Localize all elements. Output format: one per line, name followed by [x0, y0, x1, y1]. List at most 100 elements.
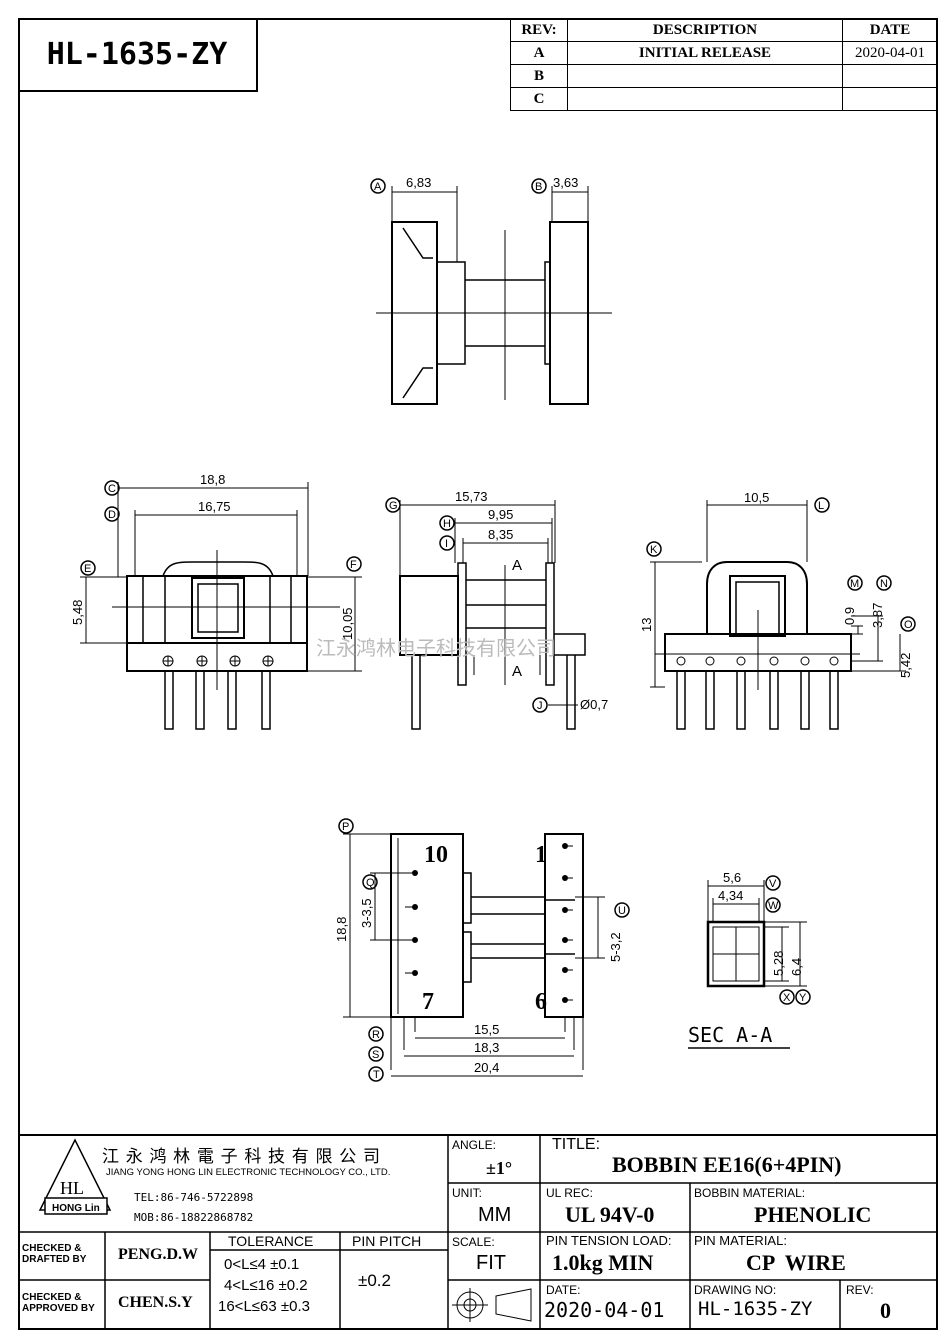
pin-pitch-label: PIN PITCH [352, 1233, 422, 1249]
dim-i-label: 8,35 [488, 527, 513, 542]
svg-text:HONG Lin: HONG Lin [52, 1203, 100, 1214]
pin-material-value: CP WIRE [746, 1250, 846, 1275]
dim-a-label: 6,83 [406, 175, 431, 190]
checked-approved-label: CHECKED & APPROVED BY [22, 1292, 95, 1314]
description-header: DESCRIPTION [567, 18, 843, 42]
description-cell [567, 87, 843, 111]
svg-text:N: N [880, 578, 888, 590]
dim-j-label: Ø0,7 [580, 697, 608, 712]
checked-drafted-label: CHECKED & DRAFTED BY [22, 1243, 87, 1265]
pin-pitch-value: ±0.2 [358, 1271, 391, 1290]
dim-h-label: 9,95 [488, 507, 513, 522]
unit-value: MM [478, 1204, 512, 1226]
svg-text:U: U [618, 905, 626, 917]
svg-text:S: S [372, 1049, 379, 1061]
tolerance-label: TOLERANCE [228, 1233, 314, 1249]
front-view [80, 482, 362, 730]
svg-text:L: L [818, 500, 824, 512]
svg-text:HL: HL [60, 1178, 84, 1198]
svg-text:W: W [768, 900, 779, 912]
dim-y-label: 6,4 [789, 958, 804, 976]
dim-o-label: 5,42 [898, 653, 913, 678]
pin-1-label: 1 [535, 842, 547, 868]
svg-text:D: D [108, 509, 116, 521]
pin-tension-value: 1.0kg MIN [552, 1250, 654, 1275]
end-view [650, 500, 906, 730]
side-view [399, 500, 586, 730]
checked-approved-value: CHEN.S.Y [118, 1294, 193, 1311]
company-mob: MOB:86-18822868782 [134, 1211, 254, 1224]
ul-label: UL REC: [546, 1186, 593, 1200]
rev-value: 0 [880, 1298, 891, 1323]
drawing-no-label: DRAWING NO: [694, 1283, 777, 1297]
svg-text:E: E [84, 563, 91, 575]
dim-f-label: 10,05 [340, 607, 355, 640]
pin-10-label: 10 [424, 842, 448, 868]
svg-text:T: T [373, 1069, 380, 1081]
svg-text:M: M [850, 578, 859, 590]
front-pins [164, 671, 271, 730]
svg-text:F: F [350, 559, 357, 571]
svg-text:Y: Y [799, 992, 807, 1004]
dim-g-label: 15,73 [455, 489, 488, 504]
rev-label: REV: [846, 1283, 874, 1297]
dim-x-label: 5,28 [771, 951, 786, 976]
svg-text:B: B [535, 181, 542, 193]
end-pins [676, 671, 839, 730]
dim-t-label: 20,4 [474, 1060, 499, 1075]
section-marker-bottom: A [512, 663, 522, 680]
dim-u-label: 5-3,2 [608, 932, 623, 962]
svg-text:Q: Q [366, 877, 375, 889]
rev-cell: C [510, 87, 568, 111]
rev-cell: B [510, 64, 568, 88]
date-header: DATE [842, 18, 938, 42]
scale-label: SCALE: [452, 1235, 495, 1249]
svg-text:R: R [372, 1029, 380, 1041]
pin-7-label: 7 [422, 989, 434, 1015]
scale-value: FIT [476, 1252, 506, 1274]
dim-s-label: 18,3 [474, 1040, 499, 1055]
tolerance-range-3: 16<L≤63 ±0.3 [218, 1298, 310, 1315]
title-block-grid [18, 1134, 938, 1330]
svg-text:P: P [342, 821, 349, 833]
svg-text:K: K [650, 544, 658, 556]
section-label: SEC A-A [688, 1023, 772, 1047]
company-name-cn: 江 永 鸿 林 電 子 科 技 有 限 公 司 [102, 1147, 381, 1166]
dim-d-label: 16,75 [198, 499, 231, 514]
dim-w-label: 4,34 [718, 888, 743, 903]
svg-text:I: I [445, 538, 448, 550]
date-cell [842, 87, 938, 111]
svg-text:A: A [374, 181, 382, 193]
tolerance-range-2: 4<L≤16 ±0.2 [224, 1277, 308, 1294]
svg-text:H: H [443, 518, 451, 530]
description-cell: INITIAL RELEASE [567, 41, 843, 65]
dim-b-label: 3,63 [553, 175, 578, 190]
angle-label: ANGLE: [452, 1138, 497, 1152]
pin-6-label: 6 [535, 989, 547, 1015]
checked-drafted-value: PENG.D.W [118, 1246, 198, 1263]
watermark: 江永鸿林电子科技有限公司 [316, 637, 556, 660]
bottom-view [343, 833, 605, 1077]
title-label: TITLE: [552, 1136, 601, 1153]
date-label: DATE: [546, 1283, 581, 1297]
angle-value: ±1° [486, 1158, 513, 1178]
company-logo: HL HONG Lin [38, 1138, 112, 1215]
dim-q-label: 3-3,5 [359, 898, 374, 928]
dim-m-label: 0,9 [842, 607, 857, 625]
date-value: 2020-04-01 [544, 1298, 665, 1322]
pin-tension-label: PIN TENSION LOAD: [546, 1233, 672, 1248]
svg-text:G: G [389, 500, 398, 512]
company-tel: TEL:86-746-5722898 [134, 1191, 254, 1204]
drawing-frame [18, 18, 938, 1330]
dim-l-label: 10,5 [744, 490, 769, 505]
revision-table: REV: DESCRIPTION DATE A INITIAL RELEASE … [510, 18, 938, 111]
drawing-no-value: HL-1635-ZY [698, 1298, 813, 1320]
dim-k-label: 13 [639, 618, 654, 632]
dim-n-label: 3,87 [870, 603, 885, 628]
svg-text:V: V [769, 878, 777, 890]
dim-v-label: 5,6 [723, 870, 741, 885]
ul-value: UL 94V-0 [565, 1202, 655, 1227]
bobbin-material-label: BOBBIN MATERIAL: [694, 1186, 806, 1200]
tolerance-range-1: 0<L≤4 ±0.1 [224, 1256, 300, 1273]
